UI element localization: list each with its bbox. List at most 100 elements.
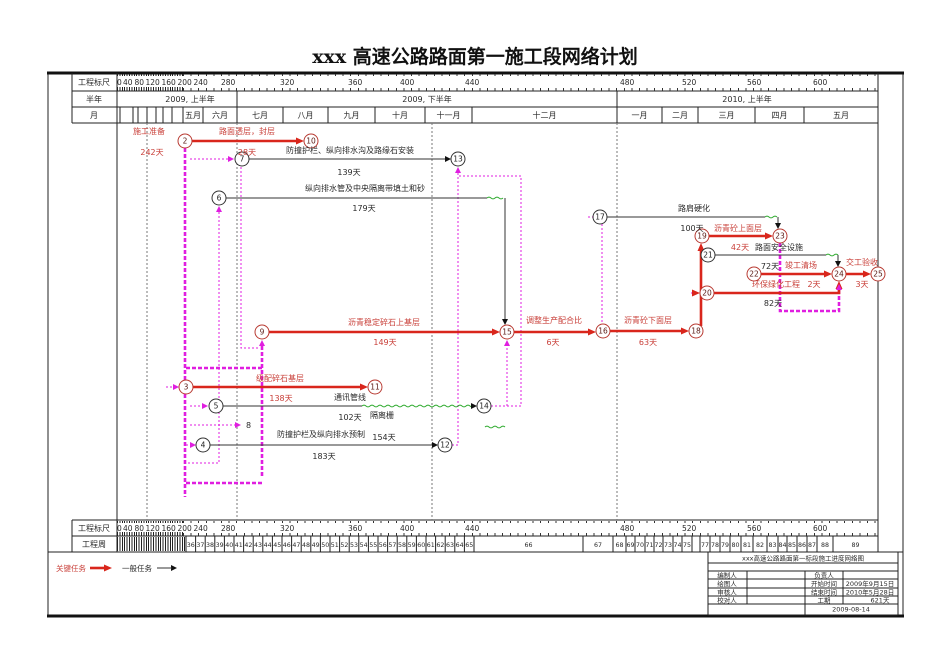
task-duration: 28天 bbox=[238, 148, 256, 157]
arrowhead-norm bbox=[445, 156, 451, 162]
week-label: 60 bbox=[417, 542, 425, 549]
ruler-mark-label-bottom: 360 bbox=[348, 524, 363, 533]
node-number: 11 bbox=[370, 383, 380, 392]
ruler-mark-label-top: 360 bbox=[348, 78, 363, 87]
node-number: 23 bbox=[775, 232, 785, 241]
week-label: 68 bbox=[615, 542, 623, 549]
node-circle bbox=[746, 266, 762, 282]
arrowhead-dum bbox=[173, 384, 179, 390]
task-duration: 138天 bbox=[269, 394, 292, 403]
week-label: 89 bbox=[851, 542, 859, 549]
ruler-top-hatch bbox=[117, 74, 183, 76]
node-circle bbox=[303, 133, 319, 149]
week-label: 83 bbox=[768, 542, 776, 549]
normal-task-arrows bbox=[210, 158, 839, 446]
node-circle bbox=[499, 324, 515, 340]
week-label: 39 bbox=[216, 542, 224, 549]
task-arrow-drain-pipe-median-fill bbox=[226, 197, 506, 319]
arrowhead-crit bbox=[692, 289, 700, 297]
ruler-mark-label-top: 160 bbox=[162, 78, 177, 87]
dummy-line bbox=[240, 167, 258, 349]
node-number: 24 bbox=[834, 270, 844, 279]
arrowhead-dum bbox=[202, 403, 208, 409]
week-label: 37 bbox=[196, 542, 204, 549]
node-number: 9 bbox=[260, 328, 265, 337]
task-duration: 72天 bbox=[761, 262, 779, 271]
free-float-wave bbox=[361, 404, 475, 408]
node-circle bbox=[234, 151, 250, 167]
month-label: 五月 bbox=[833, 111, 849, 120]
week-label: 67 bbox=[594, 542, 602, 549]
week-row-hatch bbox=[117, 537, 186, 551]
task-name: 路面透层，封层 bbox=[219, 126, 275, 136]
node-circle bbox=[700, 247, 716, 263]
node-19: 19 bbox=[694, 228, 710, 244]
week-label: 64 bbox=[456, 542, 464, 549]
task-name: 调整生产配合比 bbox=[526, 315, 582, 325]
node-circle bbox=[195, 437, 211, 453]
node-circle bbox=[772, 228, 788, 244]
free-float-waves bbox=[361, 196, 839, 429]
node-circle bbox=[870, 266, 886, 282]
week-label: 51 bbox=[331, 542, 339, 549]
week-label: 85 bbox=[788, 542, 796, 549]
week-label: 73 bbox=[664, 542, 672, 549]
arrowhead-dum bbox=[504, 340, 510, 346]
title-block: xxx高速公路路面第一标段施工进度网络图 编制人 负责人 绘图人 开始时间 20… bbox=[717, 554, 894, 614]
node-number: 25 bbox=[873, 270, 883, 279]
ruler-top-bottom-ticks bbox=[183, 88, 878, 91]
ruler-mark-label-top: 320 bbox=[280, 78, 295, 87]
node-number: 21 bbox=[703, 251, 713, 260]
arrowhead-crit bbox=[296, 137, 304, 145]
node-15: 15 bbox=[499, 324, 515, 340]
week-label: 86 bbox=[798, 542, 806, 549]
footer-ruler-bottom-hatch bbox=[117, 532, 183, 536]
ruler-mark-label-top: 80 bbox=[135, 78, 145, 87]
week-label: 82 bbox=[756, 542, 764, 549]
task-arrow-shoulder-hardening bbox=[607, 216, 779, 223]
ruler-mark-label-bottom: 520 bbox=[682, 524, 697, 533]
task-name: 沥青砼上面层 bbox=[714, 223, 762, 233]
week-label: 72 bbox=[654, 542, 662, 549]
node-10: 10 bbox=[303, 133, 319, 149]
event-nodes: 2 10 7 13 6 9 15 16 17 18 19 23 21 22 24… bbox=[177, 133, 886, 453]
dummy-line bbox=[452, 173, 459, 446]
arrowhead-norm bbox=[835, 261, 841, 267]
ruler-mark-label-top: 440 bbox=[465, 78, 480, 87]
node-2: 2 bbox=[177, 133, 193, 149]
title-block-date: 2009-08-14 bbox=[832, 606, 870, 614]
footer-ruler-top-hatch bbox=[117, 521, 183, 523]
week-label: 61 bbox=[427, 542, 435, 549]
node-number: 12 bbox=[440, 441, 450, 450]
node-number: 17 bbox=[595, 213, 605, 222]
arrowhead-norm bbox=[502, 319, 508, 325]
ruler-mark-label-top: 480 bbox=[620, 78, 635, 87]
start-label: 开始时间 bbox=[811, 579, 837, 588]
dummy-dependencies bbox=[166, 148, 841, 497]
ruler-mark-label-bottom: 0 bbox=[117, 524, 122, 533]
task-name: 纵向排水管及中央隔离带填土和砂 bbox=[305, 183, 425, 193]
node-number: 5 bbox=[214, 402, 219, 411]
task-name: 交工验收 bbox=[846, 257, 878, 267]
task-duration: 2天 bbox=[807, 280, 820, 289]
drawn-by-label: 绘图人 bbox=[717, 579, 737, 588]
ruler-mark-label-top: 520 bbox=[682, 78, 697, 87]
node-number: 2 bbox=[183, 137, 188, 146]
task-name: 级配碎石基层 bbox=[256, 373, 304, 383]
legend-critical-label: 关键任务 bbox=[56, 563, 86, 573]
compiled-by-label: 编制人 bbox=[717, 571, 737, 580]
task-duration: 82天 bbox=[764, 299, 782, 308]
week-label: 80 bbox=[731, 542, 739, 549]
page-title: xxx 高速公路路面第一施工段网络计划 bbox=[312, 46, 638, 68]
node-9: 9 bbox=[254, 324, 270, 340]
ruler-mark-label-top: 600 bbox=[813, 78, 828, 87]
week-label: 79 bbox=[721, 542, 729, 549]
footer-ruler-bottom-ticks bbox=[183, 533, 878, 536]
task-duration: 42天 bbox=[731, 243, 749, 252]
week-label: 49 bbox=[312, 542, 320, 549]
week-label: 53 bbox=[350, 542, 358, 549]
ruler-mark-label-top: 120 bbox=[146, 78, 161, 87]
month-label: 五月 bbox=[185, 111, 201, 120]
node-circle bbox=[694, 228, 710, 244]
